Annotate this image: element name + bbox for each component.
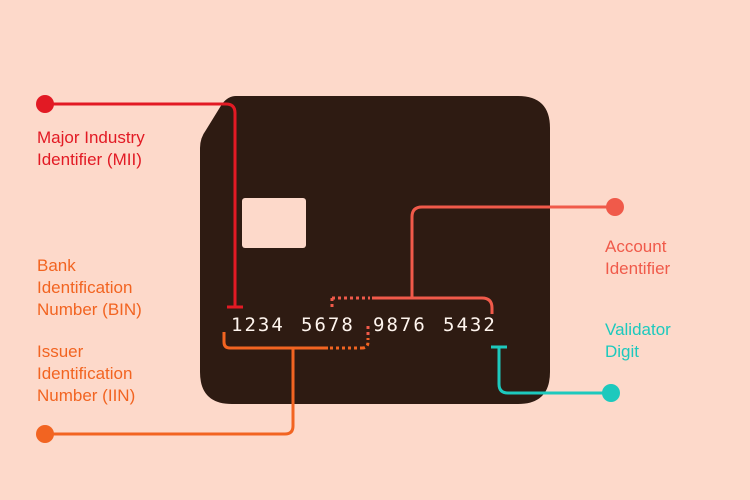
validator-connector — [491, 345, 611, 395]
account-label-line: Identifier — [605, 259, 671, 278]
iin-label-line: Issuer — [37, 342, 84, 361]
mii-dot — [36, 95, 54, 113]
validator-label-line: Validator — [605, 320, 671, 339]
iin-label-line: Identification — [37, 364, 133, 383]
account-label-line: Account — [605, 237, 667, 256]
account-dot — [606, 198, 624, 216]
mii-label-line: Identifier (MII) — [37, 150, 142, 169]
chip-icon — [242, 198, 306, 248]
account-connector — [330, 205, 615, 340]
bin-label: Bank Identification Number (BIN) — [37, 255, 142, 321]
bin-label-line: Identification — [37, 278, 133, 297]
validator-dot — [602, 384, 620, 402]
iin-label-line: Number (IIN) — [37, 386, 136, 405]
iin-label: Issuer Identification Number (IIN) — [37, 341, 135, 407]
card-number-group-1: 1234 — [231, 314, 285, 336]
mii-label: Major Industry Identifier (MII) — [37, 127, 145, 171]
bin-iin-dot — [36, 425, 54, 443]
card-number-group-3: 9876 — [373, 314, 427, 336]
mii-connector — [45, 102, 243, 309]
validator-label-line: Digit — [605, 342, 640, 361]
account-label: Account Identifier — [605, 236, 670, 280]
card-number-group-4: 5432 — [443, 314, 497, 336]
bin-iin-connector — [45, 332, 370, 436]
mii-label-line: Major Industry — [37, 128, 145, 147]
bin-label-line: Bank — [37, 256, 76, 275]
bin-label-line: Number (BIN) — [37, 300, 142, 319]
credit-card — [200, 96, 550, 404]
card-number-group-2: 5678 — [301, 314, 355, 336]
validator-label: Validator Digit — [605, 319, 671, 363]
